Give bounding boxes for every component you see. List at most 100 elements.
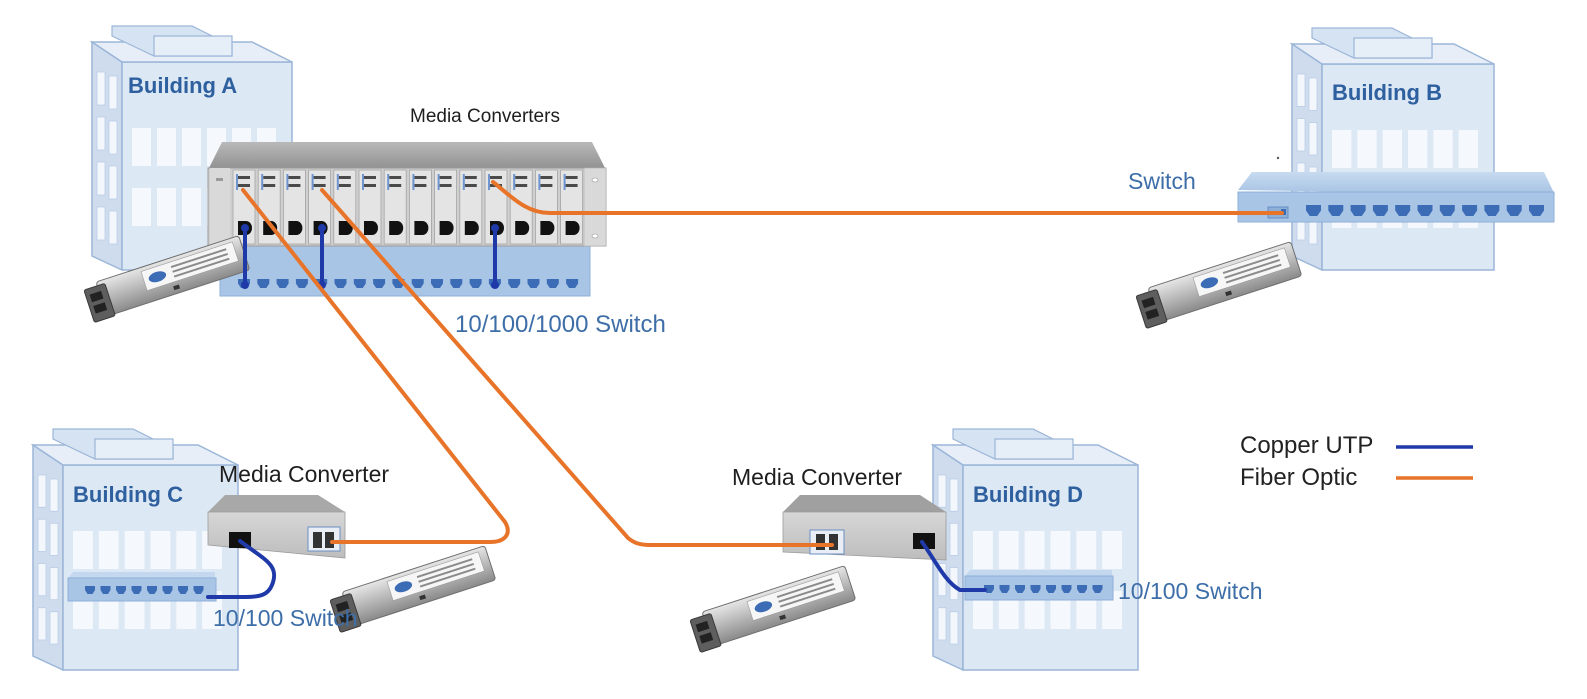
sfp-label-text-line — [170, 248, 227, 269]
switch-port — [1077, 585, 1087, 593]
switch-port — [411, 279, 424, 288]
building-window — [132, 188, 151, 226]
fiber-cable-to-building-c — [241, 188, 510, 544]
switch-c-ports — [85, 586, 204, 594]
building-window — [150, 531, 171, 569]
slot-fiber-port-rx — [439, 184, 452, 187]
slot-fiber-port-rx — [565, 184, 578, 187]
slot-fiber-latch — [412, 174, 415, 190]
chassis-right-ear — [583, 167, 607, 247]
converter-c-fiber-tx — [313, 532, 322, 548]
switch-port — [1484, 205, 1500, 216]
building-window — [1458, 130, 1478, 168]
building-side-window — [37, 518, 47, 552]
sfp-lc-port — [1141, 296, 1156, 309]
copper-cables — [206, 224, 987, 599]
slot-fiber-latch — [286, 174, 289, 190]
slot-rj45-port — [389, 221, 404, 235]
sfp-logo-icon — [394, 581, 413, 593]
slot-fiber-port-tx — [288, 176, 301, 179]
switch-port — [1462, 205, 1478, 216]
building-side-window — [1296, 73, 1306, 107]
slot-fiber-port-rx — [389, 184, 402, 187]
sfp-lc-port — [339, 612, 354, 624]
building-window — [1024, 531, 1045, 569]
building-c-converter-label: Media Converter — [219, 461, 390, 487]
switch-port — [450, 279, 463, 288]
building-window — [73, 531, 93, 569]
slot-fiber-port-rx — [364, 184, 376, 187]
slot-fiber-latch — [538, 174, 541, 190]
slot-fiber-latch — [261, 174, 264, 190]
sfp-latch — [419, 594, 427, 601]
slot-rj45-port — [364, 221, 378, 235]
slot-fiber-latch — [311, 174, 314, 190]
building-b — [1289, 27, 1495, 272]
switch-port — [1015, 585, 1025, 593]
slot-fiber-port-tx — [313, 176, 326, 179]
chassis-top — [208, 142, 606, 170]
slot-fiber-latch — [563, 174, 566, 190]
building-side-face — [1291, 42, 1323, 272]
switch-port — [1046, 585, 1056, 593]
building-window — [176, 531, 197, 569]
chassis-slot — [408, 169, 432, 245]
switch-port — [162, 586, 173, 594]
slot-fiber-port-tx — [439, 176, 452, 179]
chassis-mount-hole — [591, 177, 599, 183]
switch-d-ports — [984, 585, 1103, 593]
sfp-label-text-line — [776, 578, 833, 599]
building-b-switch — [1237, 172, 1555, 223]
sfp-lc-port — [699, 632, 714, 644]
building-window — [182, 188, 201, 226]
sfp-label-text-line — [1222, 254, 1279, 275]
media-converter-chassis — [207, 142, 607, 247]
slot-fiber-port-tx — [540, 176, 553, 179]
slot-fiber-port-rx — [338, 184, 351, 187]
building-side-window — [949, 522, 959, 556]
sfp-label-text-line — [416, 558, 473, 579]
switch-port — [508, 279, 521, 288]
switch-port — [1439, 205, 1455, 216]
chassis-slots — [232, 169, 583, 245]
slot-fiber-port-tx — [464, 176, 477, 179]
chassis-slot — [358, 169, 382, 245]
slot-fiber-port-tx — [338, 176, 351, 179]
building-window — [98, 531, 119, 569]
chassis-mount-hole — [591, 233, 599, 239]
building-d-media-converter — [782, 495, 947, 561]
chassis-slot — [308, 169, 332, 245]
slot-rj45-port — [338, 221, 353, 235]
sfp-latch — [173, 284, 181, 291]
converter-d-top — [783, 495, 946, 512]
building-side-window — [108, 120, 118, 155]
building-side-face — [32, 443, 64, 672]
slot-rj45-port — [464, 221, 479, 235]
building-window — [1382, 130, 1402, 168]
slot-rj45-port — [540, 221, 555, 235]
switch-port — [431, 279, 443, 288]
building-side-window — [49, 611, 59, 645]
building-window — [1332, 130, 1352, 168]
switch-port — [1306, 205, 1321, 216]
slot-fiber-latch — [336, 174, 339, 190]
sfp-transceiver-a — [83, 235, 250, 323]
sfp-lc-port — [89, 290, 104, 303]
slot-rj45-port — [414, 221, 429, 235]
sfp-logo-icon — [754, 601, 773, 613]
building-side-window — [1308, 122, 1318, 156]
slot-fiber-port-rx — [288, 184, 301, 187]
slot-rj45-port — [565, 221, 580, 235]
building-side-window — [937, 607, 947, 641]
building-window — [1050, 531, 1071, 569]
building-d-10-100-switch — [964, 570, 1114, 601]
core-switch-label: 10/100/1000 Switch — [455, 311, 666, 338]
sfp-label-text-line — [173, 257, 230, 278]
slot-rj45-port — [288, 221, 303, 235]
switch-port — [147, 586, 157, 594]
chassis-slot — [509, 169, 533, 245]
switch-port — [566, 279, 579, 288]
chassis-slot — [333, 169, 357, 245]
converter-c-fiber-port — [307, 526, 341, 552]
slot-fiber-latch — [362, 174, 364, 190]
